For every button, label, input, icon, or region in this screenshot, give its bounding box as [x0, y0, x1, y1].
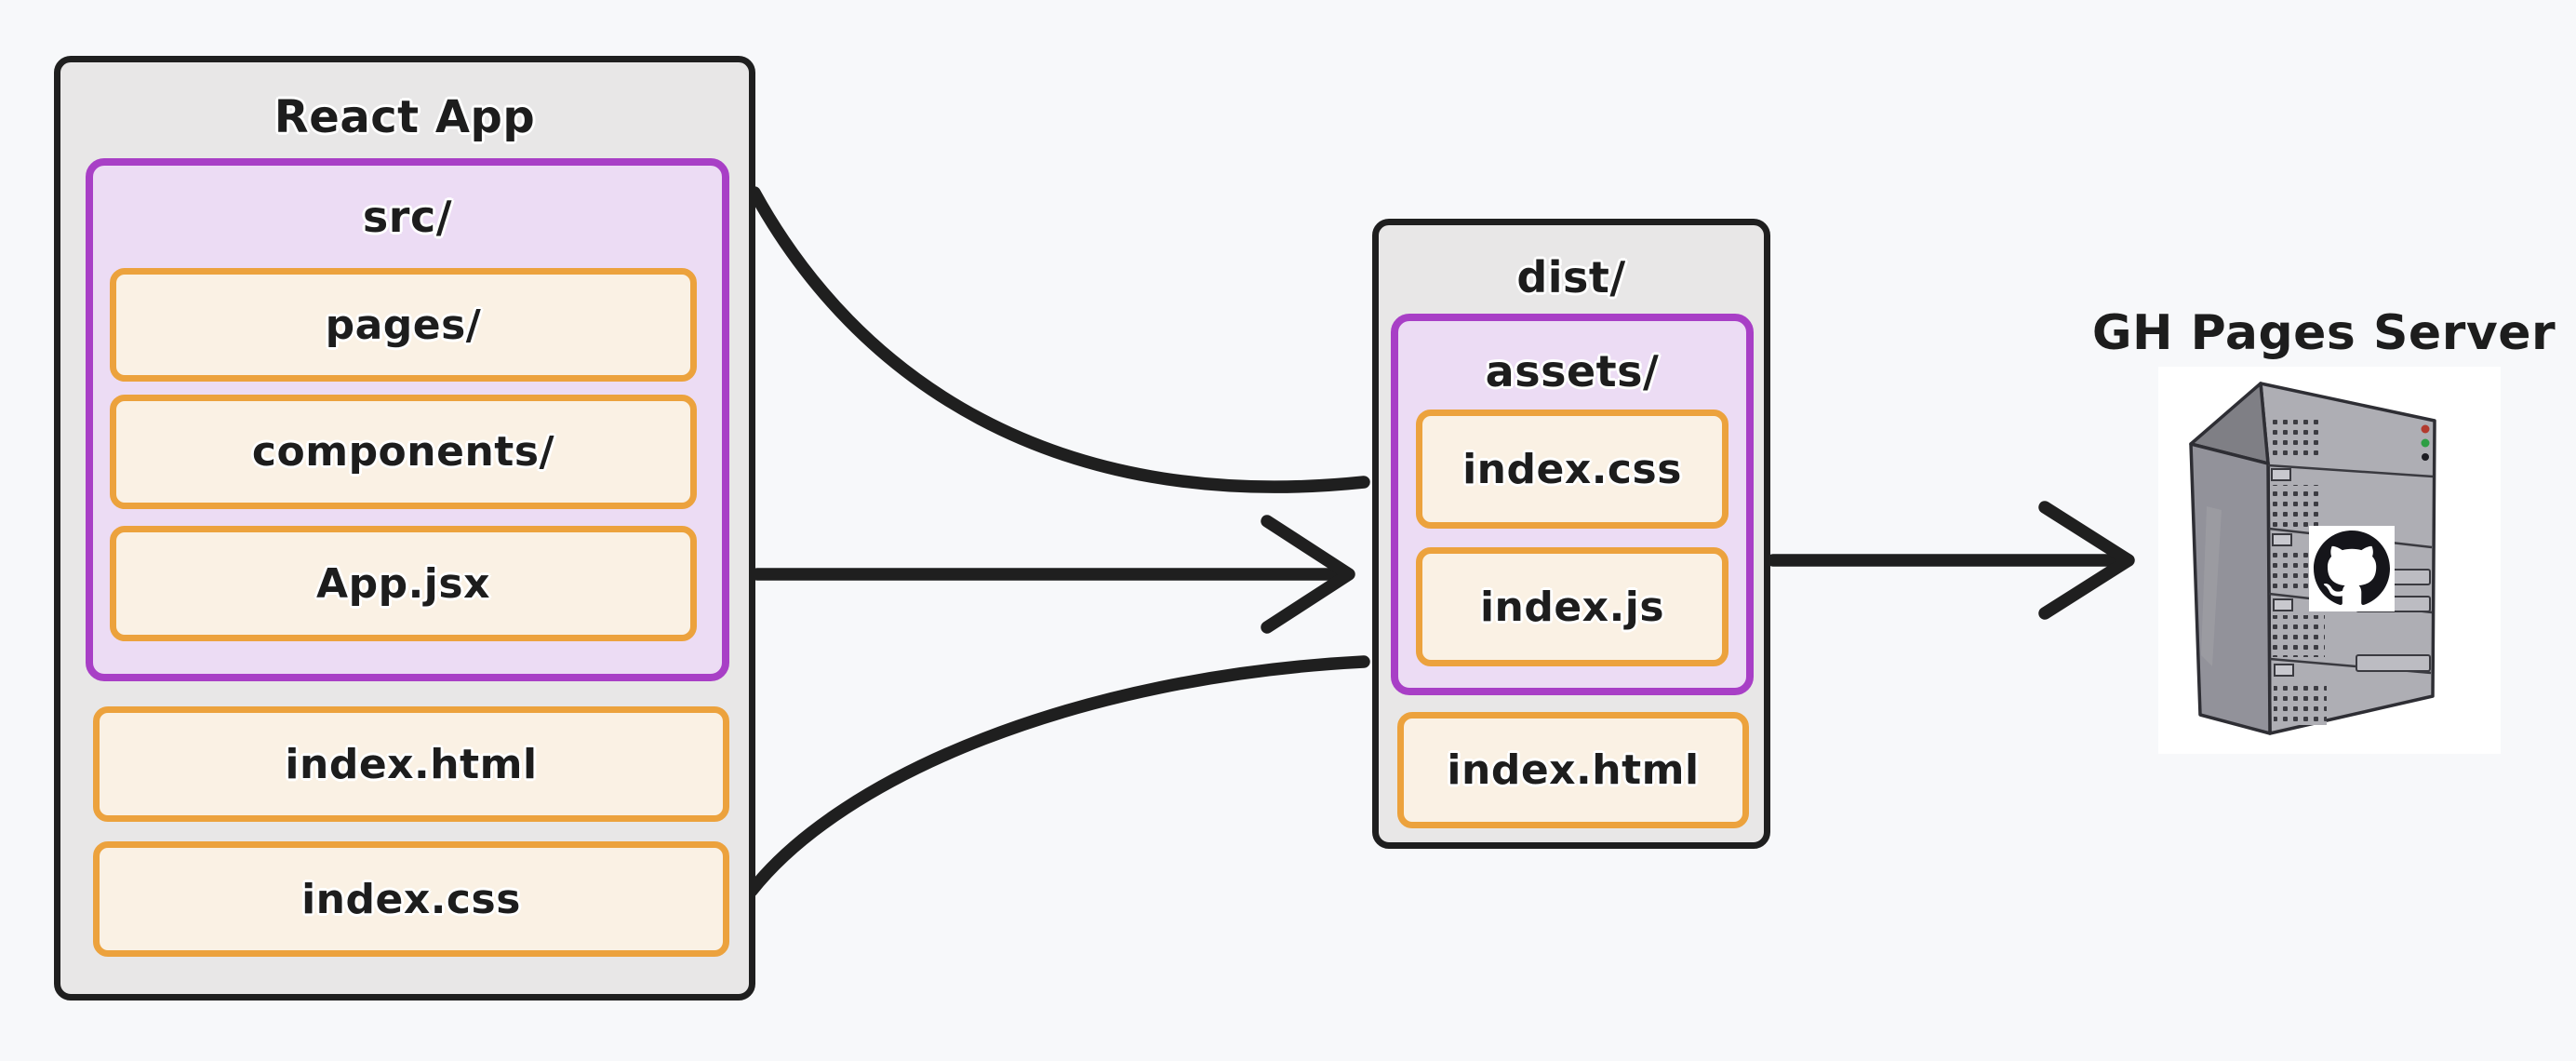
react-app-title-row: React App	[60, 87, 749, 147]
server-led-green	[2421, 438, 2430, 448]
arrow-appjsx-to-dist-head	[1261, 515, 1355, 634]
assets-folder-label-row: assets/	[1398, 342, 1746, 401]
dist-file-index-html: index.html	[1397, 712, 1749, 828]
server-side-face	[2189, 442, 2272, 735]
react-file-index-html: index.html	[93, 706, 729, 822]
dist-title-row: dist/	[1379, 248, 1764, 307]
arrow-src-to-dist	[748, 186, 1370, 493]
gh-pages-server-illustration	[2158, 367, 2501, 754]
react-file-index-html-label: index.html	[285, 740, 538, 788]
server-tower-graphic	[2189, 382, 2436, 735]
src-folder-box: src/ pages/ components/ App.jsx	[86, 158, 729, 681]
src-item-components: components/	[110, 395, 697, 509]
asset-index-css: index.css	[1416, 410, 1728, 529]
src-item-pages-label: pages/	[325, 301, 482, 349]
server-buttons	[2271, 468, 2294, 677]
src-item-pages: pages/	[110, 268, 697, 382]
src-folder-label-row: src/	[93, 187, 722, 247]
src-item-components-label: components/	[251, 428, 555, 476]
assets-folder-label: assets/	[1485, 346, 1660, 396]
dist-file-index-html-label: index.html	[1447, 746, 1700, 794]
server-side-highlight	[2201, 506, 2222, 666]
react-file-index-css-label: index.css	[301, 875, 521, 923]
dist-container: dist/ assets/ index.css index.js index.h…	[1372, 219, 1770, 849]
asset-index-js: index.js	[1416, 547, 1728, 666]
server-led-red	[2421, 424, 2430, 434]
react-file-index-css: index.css	[93, 841, 729, 957]
react-app-title: React App	[274, 91, 536, 143]
src-item-appjsx-label: App.jsx	[316, 559, 490, 608]
assets-folder-box: assets/ index.css index.js	[1391, 314, 1754, 695]
arrow-indexcss-to-dist	[745, 655, 1370, 897]
react-app-container: React App src/ pages/ components/ App.js…	[54, 56, 755, 1001]
dist-title: dist/	[1516, 252, 1626, 302]
server-led-black	[2422, 453, 2429, 461]
arrow-dist-to-server-head	[2038, 501, 2135, 620]
server-title: GH Pages Server	[2091, 305, 2556, 361]
src-folder-label: src/	[362, 192, 453, 242]
src-item-appjsx: App.jsx	[110, 526, 697, 641]
asset-index-js-label: index.js	[1479, 583, 1665, 631]
asset-index-css-label: index.css	[1462, 445, 1682, 493]
github-octocat-icon	[2309, 526, 2395, 611]
